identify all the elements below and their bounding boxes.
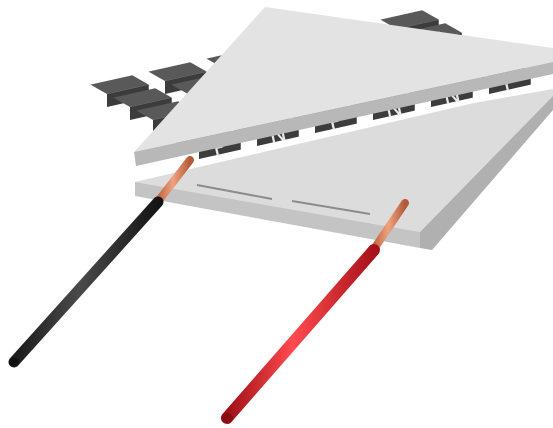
black-wire-icon — [9, 160, 190, 366]
black-wire-end — [9, 358, 19, 366]
black-wire-insulation — [14, 202, 158, 362]
red-wire-insulation — [227, 250, 374, 418]
red-wire-end — [221, 413, 233, 423]
